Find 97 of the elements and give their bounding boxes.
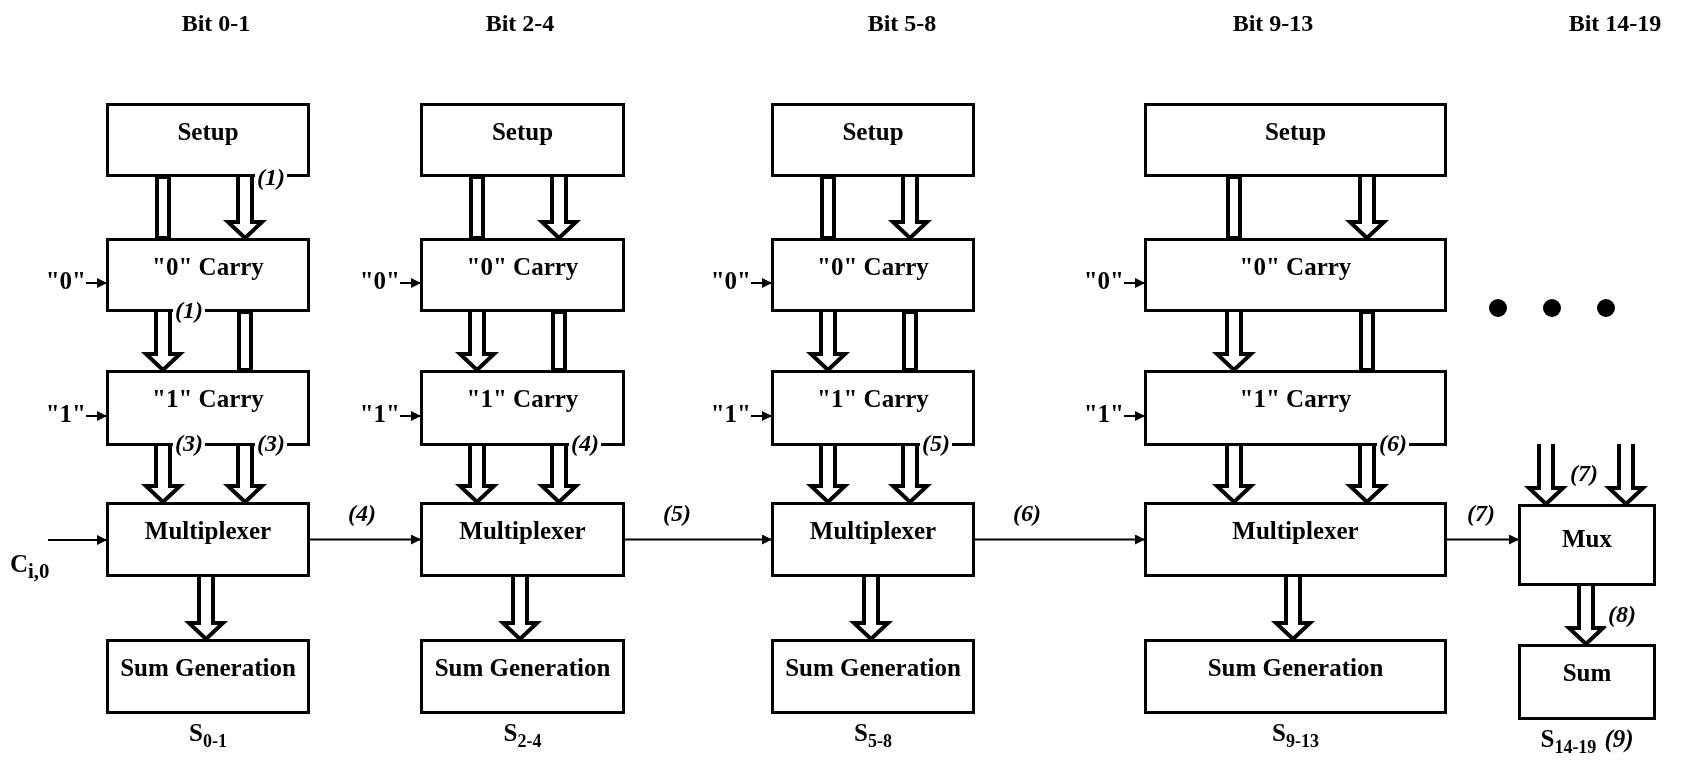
input-label: "1" [346, 396, 400, 436]
arrow [309, 534, 421, 545]
bus-arrow [1344, 175, 1390, 241]
box-title: "0" Carry [466, 253, 579, 280]
box-title: Setup [1264, 118, 1327, 145]
box-title: "1" Carry [817, 385, 929, 412]
box-title: Multiplexer [459, 517, 586, 544]
bus-arrow [1344, 444, 1390, 505]
bus-line [902, 310, 918, 372]
box-title: "0" Carry [1239, 253, 1352, 280]
bus-arrow [222, 444, 268, 505]
arrow [85, 411, 107, 421]
arrow [1123, 411, 1145, 421]
box-title: Sum Generation [120, 654, 296, 681]
process-box [1144, 238, 1447, 312]
arrow [1446, 534, 1519, 545]
input-label: "0" [1070, 263, 1124, 303]
output-label: S$_{2-4}$ [503, 719, 542, 752]
bus-arrow [848, 575, 894, 642]
bit-range-label: Bit 2-4 [485, 10, 555, 37]
box-title: Sum Generation [434, 654, 611, 681]
box-title: Sum Generation [785, 654, 961, 681]
process-box [420, 238, 625, 312]
bus-line [820, 175, 836, 240]
process-box [1144, 502, 1447, 577]
bus-line [1359, 310, 1375, 372]
input-label: "0" [346, 263, 400, 303]
bus-line [155, 175, 171, 240]
process-box [420, 502, 625, 577]
process-box [420, 103, 625, 177]
bit-range-label: Bit 5-8 [867, 10, 937, 37]
bus-arrow [887, 175, 933, 241]
input-label: "1" [697, 396, 751, 436]
input-label: C$_{i,0}$ [10, 540, 70, 590]
bus-arrow [140, 444, 186, 505]
box-title: Mux [1562, 525, 1612, 552]
box-title: Multiplexer [144, 517, 272, 544]
bit-range-label: Bit 9-13 [1232, 10, 1314, 37]
input-label: "1" [32, 396, 86, 436]
bus-line [469, 175, 485, 240]
bus-arrow [454, 444, 500, 505]
output-label: S$_{9-13}$ [1272, 719, 1319, 752]
process-box [771, 238, 975, 312]
arrow [399, 278, 421, 288]
box-title: Setup [177, 118, 239, 145]
process-box [106, 502, 310, 577]
bus-arrow [805, 444, 851, 505]
bus-line [551, 310, 567, 372]
box-title: "0" Carry [817, 253, 929, 280]
bus-arrow [497, 575, 543, 642]
box-title: "1" Carry [152, 385, 264, 412]
box-title: Sum Generation [1207, 654, 1384, 681]
process-box [1518, 504, 1656, 586]
bus-arrow [536, 444, 582, 505]
box-title: "1" Carry [466, 385, 579, 412]
output-label: S$_{5-8}$ [854, 719, 892, 752]
arrow [399, 411, 421, 421]
arrow [624, 534, 772, 545]
bus-arrow [1211, 444, 1257, 505]
bus-arrow [140, 310, 186, 373]
box-title: Setup [491, 118, 554, 145]
bus-arrow [1211, 310, 1257, 373]
arrow [47, 535, 107, 545]
bus-arrow [805, 310, 851, 373]
arrow [1123, 278, 1145, 288]
bus-line [237, 310, 253, 372]
arrow [974, 534, 1145, 545]
output-label: S$_{14-19}$ [1540, 725, 1597, 758]
bus-line [1226, 175, 1242, 240]
process-box [1144, 103, 1447, 177]
bus-arrow [1563, 584, 1609, 647]
bus-arrow [222, 175, 268, 241]
input-label: "1" [1070, 396, 1124, 436]
process-box [771, 502, 975, 577]
box-title: Multiplexer [809, 517, 937, 544]
bit-range-label: Bit 14-19 [1568, 10, 1662, 37]
box-title: "0" Carry [152, 253, 264, 280]
input-label: "0" [32, 263, 86, 303]
box-title: Multiplexer [1232, 517, 1359, 544]
output-label: S$_{0-1}$ [189, 719, 227, 752]
bus-arrow [454, 310, 500, 373]
arrow [750, 278, 772, 288]
bus-arrow [1603, 442, 1649, 507]
arrow [85, 278, 107, 288]
bus-arrow [1523, 442, 1569, 507]
bus-arrow [887, 444, 933, 505]
bus-arrow [1270, 575, 1316, 642]
box-title: "1" Carry [1239, 385, 1352, 412]
input-label: "0" [697, 263, 751, 303]
box-title: Sum [1562, 659, 1612, 686]
box-title: Setup [842, 118, 904, 145]
bus-arrow [536, 175, 582, 241]
bus-arrow [183, 575, 229, 642]
arrow [750, 411, 772, 421]
bit-range-label: Bit 0-1 [181, 10, 251, 37]
step-number: (9) [1604, 725, 1634, 753]
process-box [771, 103, 975, 177]
